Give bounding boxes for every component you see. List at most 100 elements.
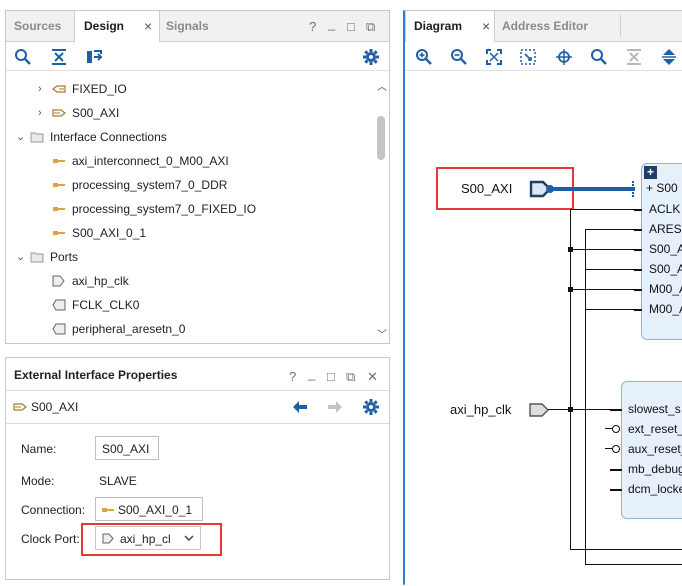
forward-arrow-icon[interactable] bbox=[327, 400, 343, 414]
clock-net bbox=[570, 209, 571, 549]
search-icon[interactable] bbox=[590, 48, 608, 66]
close-icon[interactable]: ✕ bbox=[367, 369, 378, 384]
chevron-down-icon[interactable]: ⌄ bbox=[16, 251, 26, 263]
block-pin-label: ACLK bbox=[649, 202, 681, 216]
tab-design[interactable]: Design bbox=[74, 11, 160, 42]
connection-field[interactable]: S00_AXI_0_1 bbox=[95, 497, 203, 521]
bus-port-icon bbox=[52, 109, 66, 117]
interface-net-icon bbox=[53, 159, 65, 163]
mode-label: Mode: bbox=[21, 474, 55, 488]
tree-item-interface-net[interactable]: axi_interconnect_0_M00_AXI bbox=[6, 150, 374, 172]
name-label: Name: bbox=[21, 442, 57, 456]
interface-net-icon bbox=[53, 183, 65, 187]
tree-item-port[interactable]: axi_hp_clk bbox=[6, 270, 374, 292]
scroll-up-icon[interactable]: ︿ bbox=[377, 82, 387, 93]
port-icon bbox=[52, 323, 66, 335]
collapse-all-icon[interactable] bbox=[50, 48, 68, 66]
chevron-down-icon[interactable] bbox=[184, 535, 194, 542]
settings-gear-icon[interactable] bbox=[362, 398, 380, 416]
chevron-right-icon[interactable]: › bbox=[38, 83, 42, 95]
minimize-icon[interactable]: _ bbox=[328, 16, 336, 31]
block-pin-label: ARES bbox=[649, 222, 682, 236]
tree-item-interface-net[interactable]: processing_system7_0_FIXED_IO bbox=[6, 198, 374, 220]
connection-value: S00_AXI_0_1 bbox=[118, 503, 193, 517]
tree-folder-interface-connections[interactable]: ⌄ Interface Connections bbox=[6, 126, 374, 148]
tree-item-interface-net[interactable]: processing_system7_0_DDR bbox=[6, 174, 374, 196]
tree-folder-ports[interactable]: ⌄ Ports bbox=[6, 246, 374, 268]
float-icon[interactable]: ⧉ bbox=[366, 19, 376, 34]
tree-item-port[interactable]: peripheral_aresetn_0 bbox=[6, 318, 374, 340]
tree-item-port[interactable]: FCLK_CLK0 bbox=[6, 294, 374, 316]
name-field[interactable]: S00_AXI bbox=[95, 436, 159, 460]
zoom-out-icon[interactable] bbox=[450, 48, 468, 66]
settings-gear-icon[interactable] bbox=[362, 48, 380, 66]
block-pin-label: dcm_locke bbox=[628, 482, 682, 496]
clock-port-value: axi_hp_cl bbox=[120, 532, 171, 546]
design-panel: Sources Design × Signals ? _ □ ⧉ › FIXED… bbox=[5, 10, 390, 344]
close-tab-icon[interactable]: × bbox=[482, 18, 491, 34]
object-name: S00_AXI bbox=[31, 400, 79, 414]
block-pin-label: ext_reset_ bbox=[628, 422, 682, 436]
minimize-icon[interactable]: _ bbox=[308, 366, 316, 381]
collapse-all-icon[interactable] bbox=[625, 48, 643, 66]
port-icon bbox=[52, 275, 65, 287]
s00-axi-port-label[interactable]: S00_AXI bbox=[461, 181, 513, 196]
search-icon[interactable] bbox=[14, 48, 32, 66]
tree-item-s00-axi[interactable]: › S00_AXI bbox=[6, 102, 374, 124]
axi-interconnect-block[interactable] bbox=[641, 163, 682, 340]
design-tabbar: Sources Design × Signals ? _ □ ⧉ bbox=[6, 11, 389, 42]
axi-hp-clk-port-label[interactable]: axi_hp_clk bbox=[450, 402, 512, 417]
port-icon bbox=[102, 533, 114, 544]
zoom-in-icon[interactable] bbox=[415, 48, 433, 66]
block-pin-label: S00_A bbox=[649, 262, 682, 276]
hierarchy-update-icon[interactable] bbox=[85, 48, 103, 66]
clock-port-label: Clock Port: bbox=[21, 532, 80, 546]
tab-signals[interactable]: Signals bbox=[166, 19, 209, 33]
target-icon[interactable] bbox=[555, 48, 573, 66]
expand-all-icon[interactable] bbox=[660, 48, 678, 66]
chevron-down-icon[interactable]: ⌄ bbox=[16, 131, 26, 143]
port-icon bbox=[52, 299, 66, 311]
chevron-right-icon[interactable]: › bbox=[38, 107, 42, 119]
design-tree: › FIXED_IO › S00_AXI ⌄ Interface Connect… bbox=[6, 78, 374, 340]
diagram-panel: Diagram × Address Editor S00_AXI + + S00… bbox=[403, 10, 682, 586]
clock-port-highlight bbox=[81, 523, 222, 556]
scroll-down-icon[interactable]: ﹀ bbox=[377, 330, 387, 341]
help-icon[interactable]: ? bbox=[309, 19, 317, 34]
block-pin-label: M00_A bbox=[649, 302, 682, 316]
mode-value: SLAVE bbox=[99, 474, 137, 488]
diagram-toolbar bbox=[405, 42, 682, 71]
connection-label: Connection: bbox=[21, 503, 86, 517]
clock-port-icon[interactable] bbox=[528, 402, 552, 418]
properties-title: External Interface Properties bbox=[14, 368, 178, 382]
fit-selection-icon[interactable] bbox=[519, 48, 537, 66]
design-toolbar bbox=[6, 42, 389, 71]
interface-net-icon bbox=[53, 207, 65, 211]
tree-scrollbar[interactable]: ︿ ﹀ bbox=[374, 78, 388, 341]
interface-net-icon bbox=[102, 508, 114, 512]
help-icon[interactable]: ? bbox=[289, 369, 297, 384]
tree-item-fixed-io[interactable]: › FIXED_IO bbox=[6, 78, 374, 100]
bus-port-icon[interactable] bbox=[529, 180, 553, 198]
block-pin-label: + S00 bbox=[646, 181, 678, 195]
back-arrow-icon[interactable] bbox=[292, 400, 308, 414]
scrollbar-thumb[interactable] bbox=[377, 116, 385, 160]
maximize-icon[interactable]: □ bbox=[347, 19, 355, 34]
proc-sys-reset-block[interactable] bbox=[621, 381, 682, 519]
reset-net bbox=[585, 229, 586, 564]
close-tab-icon[interactable]: × bbox=[144, 18, 153, 34]
tab-address-editor[interactable]: Address Editor bbox=[502, 19, 589, 33]
maximize-icon[interactable]: □ bbox=[327, 369, 335, 384]
fit-view-icon[interactable] bbox=[485, 48, 503, 66]
clock-port-select[interactable]: axi_hp_cl bbox=[95, 526, 201, 550]
float-icon[interactable]: ⧉ bbox=[346, 369, 356, 384]
tab-sources[interactable]: Sources bbox=[14, 19, 62, 33]
block-pin-label: mb_debug bbox=[628, 462, 682, 476]
tab-diagram[interactable]: Diagram bbox=[405, 11, 495, 42]
expand-block-icon[interactable]: + bbox=[644, 166, 657, 179]
diagram-tabbar: Diagram × Address Editor bbox=[405, 11, 682, 42]
block-pin-label: M00_A bbox=[649, 282, 682, 296]
tree-item-interface-net[interactable]: S00_AXI_0_1 bbox=[6, 222, 374, 244]
properties-panel: External Interface Properties ? _ □ ⧉ ✕ … bbox=[5, 357, 390, 580]
diagram-canvas[interactable]: S00_AXI + + S00 ACLK ARES S00_A S00_A M0… bbox=[405, 71, 682, 586]
